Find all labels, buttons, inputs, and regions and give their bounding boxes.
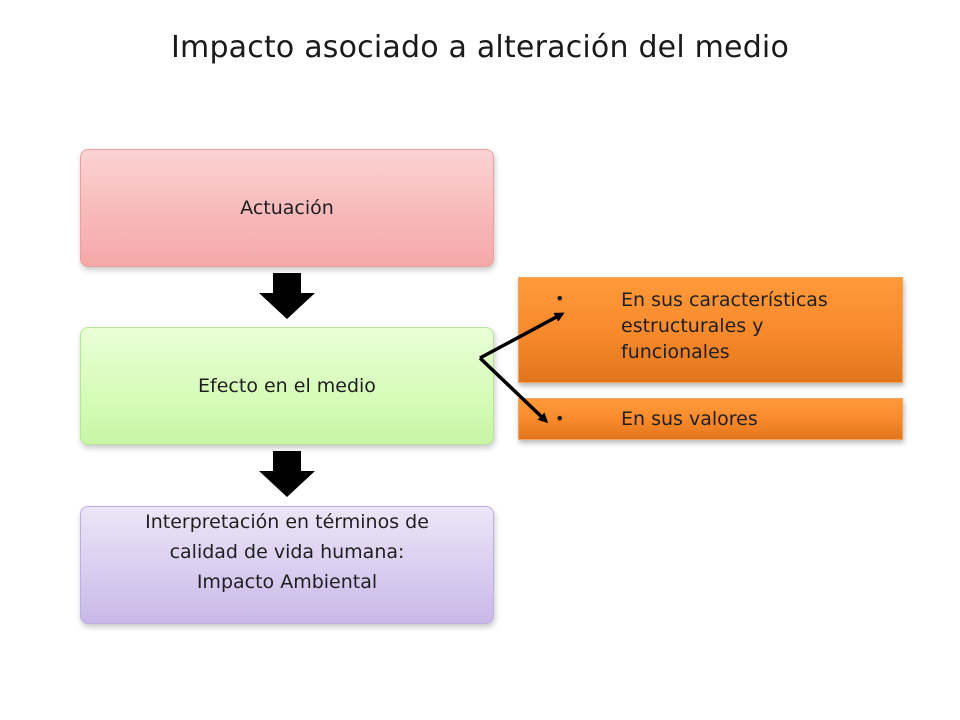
effect-line: funcionales bbox=[621, 341, 730, 363]
branch-arrows bbox=[478, 312, 565, 424]
down-arrow-2 bbox=[259, 451, 315, 497]
effect-text-caracteristicas: En sus características estructurales y f… bbox=[621, 287, 891, 365]
efecto-label: Efecto en el medio bbox=[198, 375, 376, 397]
impacto-line-1: Interpretación en términos de bbox=[145, 511, 429, 533]
efecto-box: Efecto en el medio bbox=[80, 327, 494, 445]
page-title: Impacto asociado a alteración del medio bbox=[170, 30, 790, 65]
down-arrow-1 bbox=[259, 273, 315, 319]
effect-box-valores: • En sus valores bbox=[518, 398, 903, 440]
bullet-icon: • bbox=[555, 409, 565, 428]
impacto-box: Interpretación en términos de calidad de… bbox=[80, 506, 494, 624]
effect-line: estructurales y bbox=[621, 315, 764, 337]
impacto-line-3: Impacto Ambiental bbox=[196, 571, 378, 593]
effect-text-valores: En sus valores bbox=[621, 406, 891, 432]
effect-line: En sus características bbox=[621, 289, 828, 311]
effect-box-caracteristicas: • En sus características estructurales y… bbox=[518, 277, 903, 383]
arrow-to-valores bbox=[478, 356, 549, 424]
bullet-icon: • bbox=[555, 289, 565, 308]
arrow-to-caracteristicas bbox=[479, 312, 565, 360]
effect-line: En sus valores bbox=[621, 408, 758, 430]
actuacion-box: Actuación bbox=[80, 149, 494, 267]
impacto-line-2: calidad de vida humana: bbox=[169, 541, 405, 563]
actuacion-label: Actuación bbox=[240, 197, 334, 219]
